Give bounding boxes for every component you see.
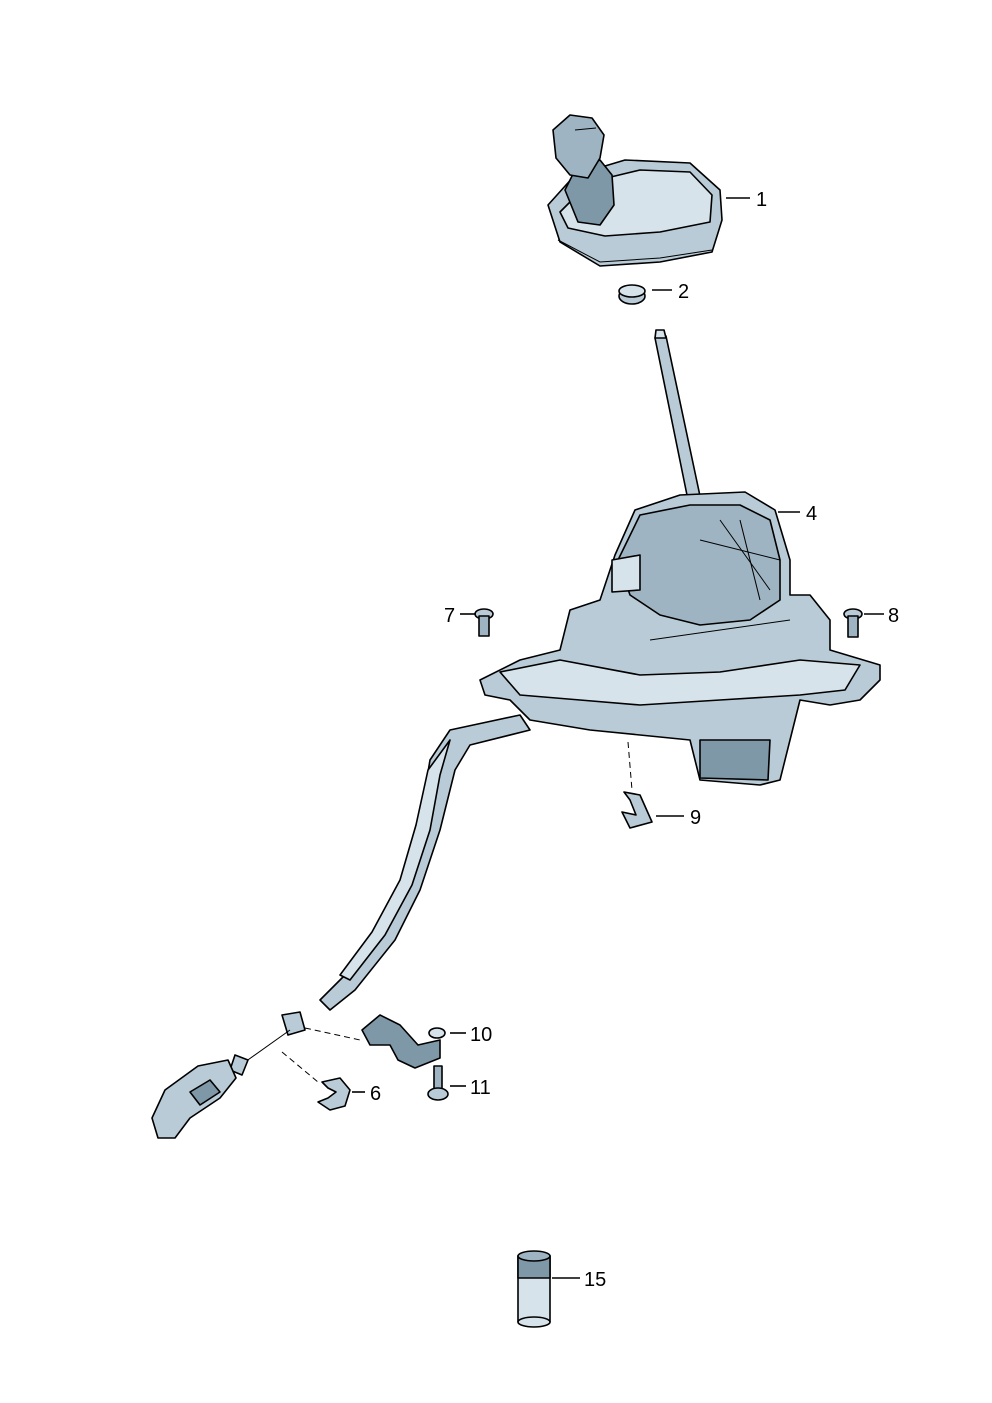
callout-6: 6 — [370, 1083, 381, 1105]
callout-8: 8 — [888, 605, 899, 627]
part-clip-6[interactable] — [317, 1077, 351, 1111]
part-bolt-7[interactable] — [474, 608, 494, 637]
part-shift-cable[interactable] — [151, 714, 531, 1139]
callout-15: 15 — [584, 1269, 606, 1291]
part-gear-knob-boot[interactable] — [547, 114, 723, 267]
part-screw-11[interactable] — [427, 1065, 449, 1101]
part-cylinder-15[interactable] — [517, 1250, 551, 1328]
assembly-line-6 — [281, 1051, 319, 1083]
part-bolt-8[interactable] — [843, 608, 863, 638]
assembly-line-9 — [627, 741, 633, 791]
callout-7: 7 — [444, 605, 455, 627]
part-bracket-10[interactable] — [361, 1014, 446, 1069]
callout-1: 1 — [756, 189, 767, 211]
part-gearshift-housing[interactable] — [479, 329, 881, 786]
part-spring-clip-9[interactable] — [621, 791, 653, 829]
callout-11: 11 — [470, 1077, 491, 1099]
callout-2: 2 — [678, 281, 689, 303]
callout-9: 9 — [690, 807, 701, 829]
callout-10: 10 — [470, 1024, 492, 1046]
assembly-line-10 — [304, 1027, 361, 1041]
callout-4: 4 — [806, 503, 817, 525]
part-ring[interactable] — [618, 284, 646, 305]
